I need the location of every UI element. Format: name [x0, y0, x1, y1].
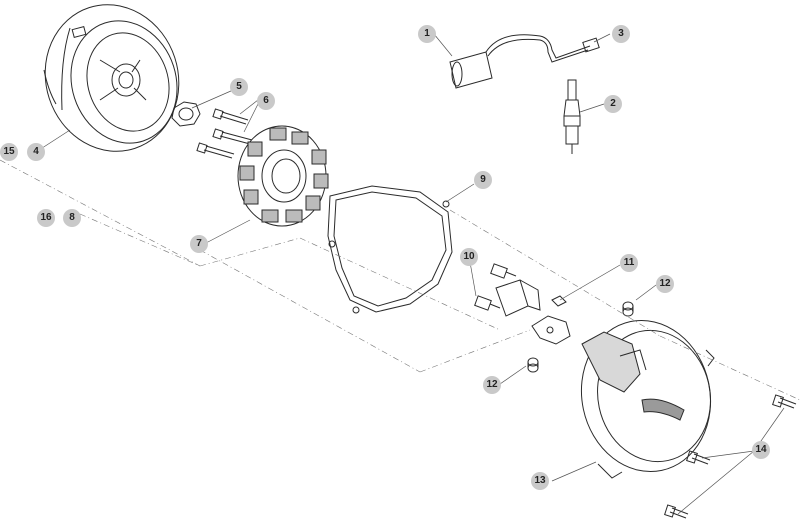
assembly-axes [0, 159, 800, 401]
cover-gasket [327, 185, 453, 314]
stator [237, 125, 329, 227]
callout-cover: 13 [531, 472, 549, 490]
pickup-sensor [474, 263, 541, 317]
callout-kit: 8 [63, 209, 81, 227]
dowel-pins [527, 301, 634, 373]
callout-screws: 6 [257, 92, 275, 110]
sensor-bracket [531, 295, 571, 345]
stator-screws [196, 108, 253, 159]
callout-flywheel: 4 [27, 143, 45, 161]
callout-ignition-coil: 1 [418, 25, 436, 43]
leader-lines [35, 33, 785, 515]
callout-bolts: 14 [752, 441, 770, 459]
spark-plug [563, 79, 581, 154]
callout-dowel-upper: 12 [656, 275, 674, 293]
flywheel-rotor [43, 4, 180, 152]
flywheel-nut [171, 101, 201, 127]
generator-cover [580, 319, 715, 479]
callout-stator: 7 [190, 235, 208, 253]
callout-dowel-lower: 12 [483, 376, 501, 394]
callout-nut: 5 [230, 78, 248, 96]
callout-spark-plug: 2 [604, 95, 622, 113]
ignition-coil [449, 34, 600, 89]
callout-flywheel-kit: 15 [0, 143, 18, 161]
cover-bolts [664, 394, 797, 519]
callout-gasket: 9 [474, 171, 492, 189]
callout-pickup: 10 [460, 248, 478, 266]
callout-bracket: 11 [620, 254, 638, 272]
callout-spark-plug-cap: 3 [612, 25, 630, 43]
callout-generator-kit: 16 [37, 209, 55, 227]
